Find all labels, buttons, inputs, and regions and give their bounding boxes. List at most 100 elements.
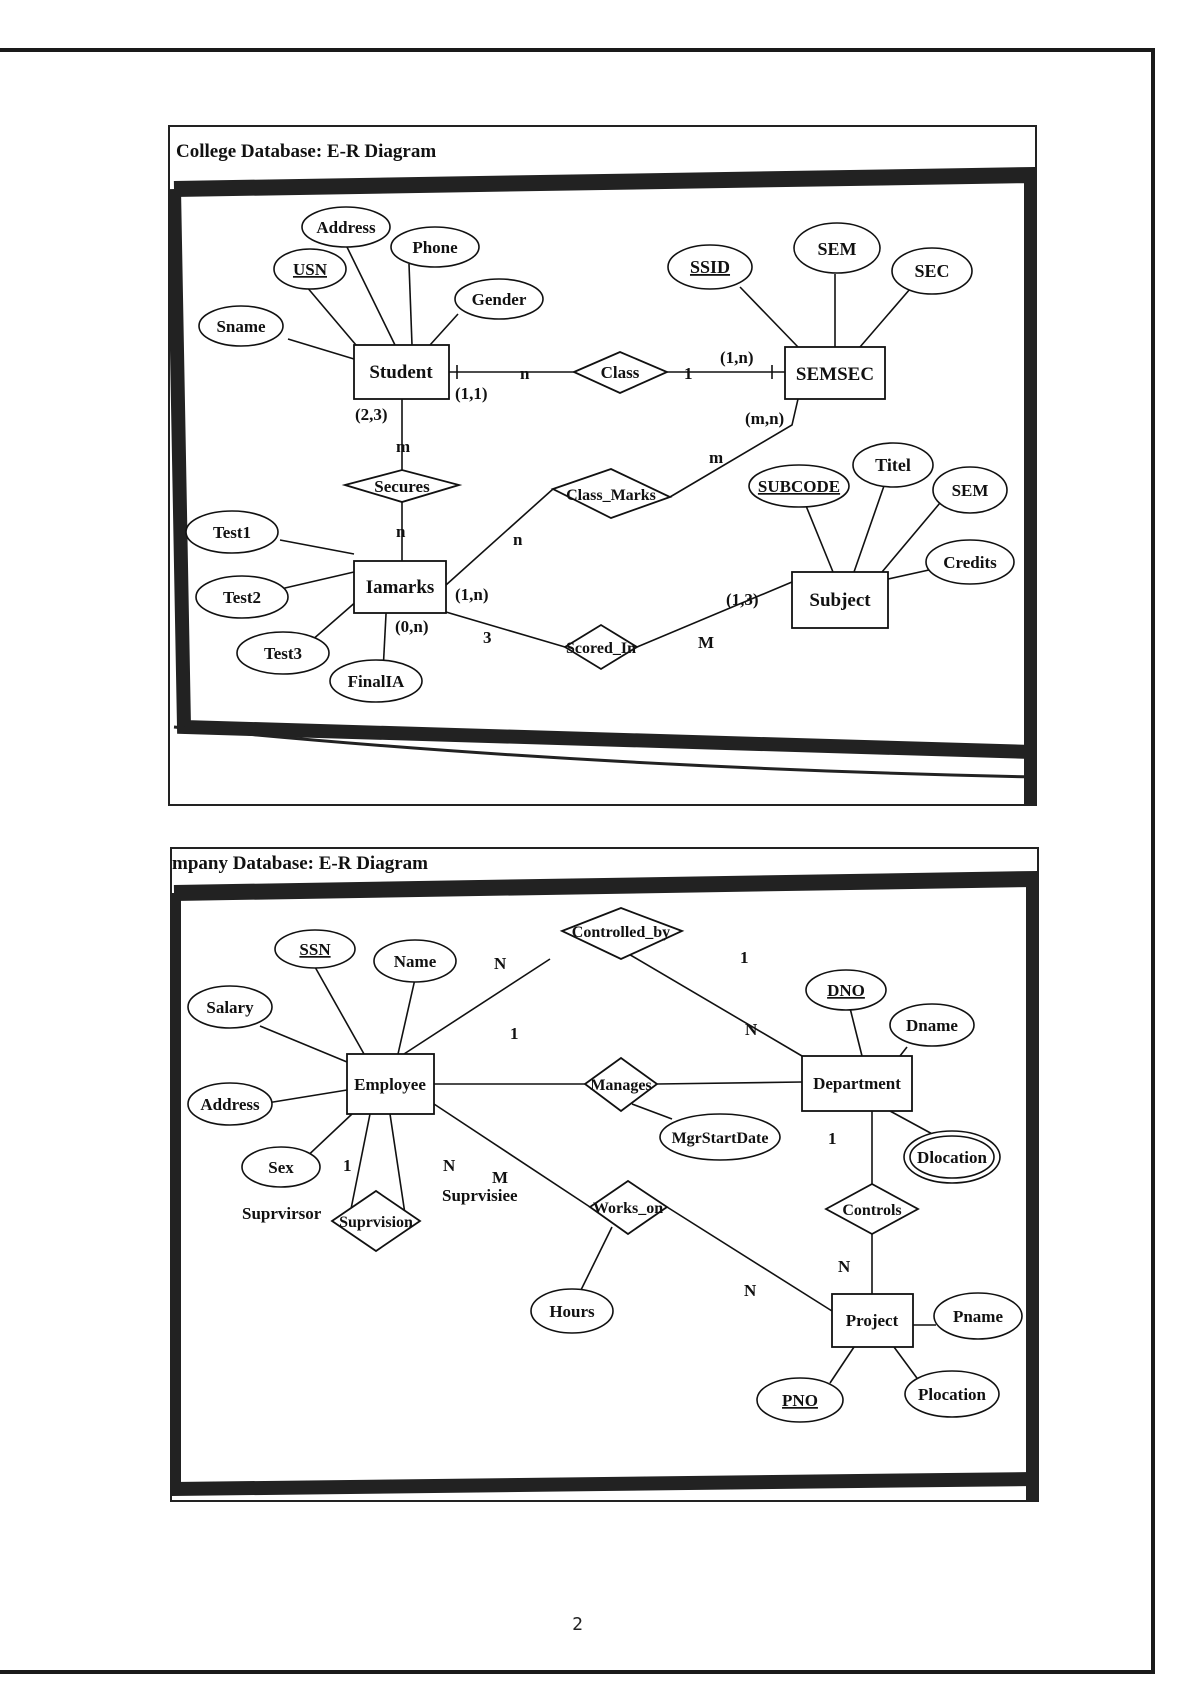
role-suprvirsor: Suprvirsor: [242, 1204, 322, 1223]
attribute-plocation: Plocation: [904, 1370, 1000, 1418]
entity-subject-label: Subject: [809, 590, 871, 611]
entity-iamarks-label: Iamarks: [366, 577, 435, 598]
attribute-test3: Test3: [236, 631, 330, 675]
attribute-pno: PNO: [756, 1377, 844, 1423]
relationship-controls: Controls: [824, 1182, 920, 1236]
attribute-subject-sem: SEM: [932, 466, 1008, 514]
cardinality-works-m: M: [492, 1168, 508, 1187]
relationship-suprvision: Suprvision: [330, 1189, 422, 1253]
attribute-ssid-label: SSID: [690, 257, 730, 277]
cardinality-scored-m: M: [698, 633, 714, 652]
company-cardinality-labels: N 1 1 N 1 N M N 1 N: [343, 948, 851, 1300]
attribute-address-company-label: Address: [200, 1095, 260, 1114]
attribute-mgrstartdate-label: MgrStartDate: [672, 1130, 769, 1147]
role-suprvisiee: Suprvisiee: [442, 1186, 518, 1205]
cardinality-emp-controlled-n: N: [494, 954, 507, 973]
cardinality-manages-dept-n: N: [745, 1020, 758, 1039]
attribute-name: Name: [373, 939, 457, 983]
cardinality-secures-n: n: [396, 522, 406, 541]
cardinality-student-23: (2,3): [355, 405, 388, 424]
attribute-finalia-label: FinalIA: [348, 672, 405, 691]
attribute-credits-label: Credits: [943, 553, 997, 572]
attribute-test2: Test2: [195, 575, 289, 619]
attribute-dno-label: DNO: [827, 981, 865, 1000]
attribute-dno: DNO: [805, 969, 887, 1011]
attribute-subject-sem-label: SEM: [952, 481, 989, 500]
cardinality-semsec-1n: (1,n): [720, 348, 754, 367]
attribute-pname-label: Pname: [953, 1307, 1004, 1326]
attribute-sem: SEM: [793, 222, 881, 274]
cardinality-class-semsec-1: 1: [684, 364, 693, 383]
college-cardinality-labels: n (1,1) 1 (1,n) (2,3) m n (m,n) m n (1,n…: [355, 348, 784, 652]
attribute-test2-label: Test2: [223, 588, 261, 607]
relationship-class-label: Class: [601, 363, 640, 382]
attribute-sec-label: SEC: [914, 261, 949, 281]
attribute-test1: Test1: [185, 510, 279, 554]
page-number: 2: [572, 1614, 583, 1635]
attribute-usn: USN: [273, 248, 347, 290]
company-diagram-title: mpany Database: E-R Diagram: [172, 853, 428, 874]
college-er-canvas: Student SEMSEC Iamarks Subject Class Sec…: [170, 166, 1035, 804]
attribute-hours-label: Hours: [549, 1302, 595, 1321]
attribute-ssn: SSN: [274, 929, 356, 969]
attribute-salary: Salary: [187, 985, 273, 1029]
attribute-ssn-label: SSN: [299, 940, 331, 959]
attribute-dname-label: Dname: [906, 1016, 958, 1035]
relationship-controlled-by: Controlled_by: [559, 907, 685, 960]
cardinality-student-m: m: [396, 437, 410, 456]
attribute-dlocation: Dlocation: [903, 1130, 1001, 1184]
attribute-address: Address: [301, 206, 391, 248]
entity-iamarks: Iamarks: [353, 560, 447, 614]
cardinality-scored-3: 3: [483, 628, 492, 647]
attribute-pname: Pname: [933, 1292, 1023, 1340]
relationship-class-marks: Class_Marks: [550, 468, 673, 519]
entity-department: Department: [801, 1055, 913, 1112]
cardinality-iamarks-1n: (1,n): [455, 585, 489, 604]
entity-student-label: Student: [369, 362, 433, 383]
attribute-gender-label: Gender: [472, 290, 527, 309]
attribute-phone: Phone: [390, 226, 480, 268]
attribute-sec: SEC: [891, 247, 973, 295]
attribute-pno-label: PNO: [782, 1391, 818, 1410]
attribute-phone-label: Phone: [412, 238, 458, 257]
attribute-test3-label: Test3: [264, 644, 302, 663]
company-er-diagram-card: mpany Database: E-R Diagram: [170, 847, 1039, 1502]
relationship-scored-in: Scored_In: [563, 623, 639, 671]
relationship-secures-label: Secures: [374, 477, 430, 496]
entity-project: Project: [831, 1293, 914, 1348]
attribute-dlocation-label: Dlocation: [917, 1148, 987, 1167]
entity-student: Student: [353, 344, 450, 400]
relationship-works-on: Works_on: [588, 1179, 669, 1236]
college-photo-frame: [170, 166, 1035, 804]
attribute-finalia: FinalIA: [329, 659, 423, 703]
attribute-usn-label: USN: [293, 260, 328, 279]
relationship-class-marks-label: Class_Marks: [566, 487, 656, 504]
company-photo-frame: [172, 870, 1037, 1500]
cardinality-dept-controls-1: 1: [828, 1129, 837, 1148]
cardinality-works-n: N: [744, 1281, 757, 1300]
entity-project-label: Project: [846, 1311, 899, 1330]
entity-semsec-label: SEMSEC: [796, 364, 874, 385]
company-er-canvas: Employee Department Project Controlled_b…: [172, 870, 1037, 1500]
page-border: [0, 48, 1155, 1674]
cardinality-sup-n: N: [443, 1156, 456, 1175]
cardinality-subject-13: (1,3): [726, 590, 759, 609]
cardinality-class-marks-n: n: [513, 530, 523, 549]
attribute-dname: Dname: [889, 1003, 975, 1047]
attribute-gender: Gender: [454, 278, 544, 320]
attribute-sem-label: SEM: [817, 239, 856, 259]
attribute-subcode-label: SUBCODE: [758, 477, 840, 496]
relationship-controlled-by-label: Controlled_by: [572, 924, 670, 941]
cardinality-controlled-dept-1: 1: [740, 948, 749, 967]
entity-semsec: SEMSEC: [784, 346, 886, 400]
cardinality-class-marks-m: m: [709, 448, 723, 467]
relationship-class: Class: [571, 351, 670, 394]
attribute-address-company: Address: [187, 1082, 273, 1126]
attribute-hours: Hours: [530, 1288, 614, 1334]
relationship-suprvision-label: Suprvision: [339, 1214, 413, 1231]
relationship-secures: Secures: [341, 469, 463, 503]
attribute-salary-label: Salary: [206, 998, 254, 1017]
attribute-titel: Titel: [852, 442, 934, 488]
attribute-titel-label: Titel: [875, 455, 911, 475]
college-diagram-title: College Database: E-R Diagram: [176, 141, 437, 162]
